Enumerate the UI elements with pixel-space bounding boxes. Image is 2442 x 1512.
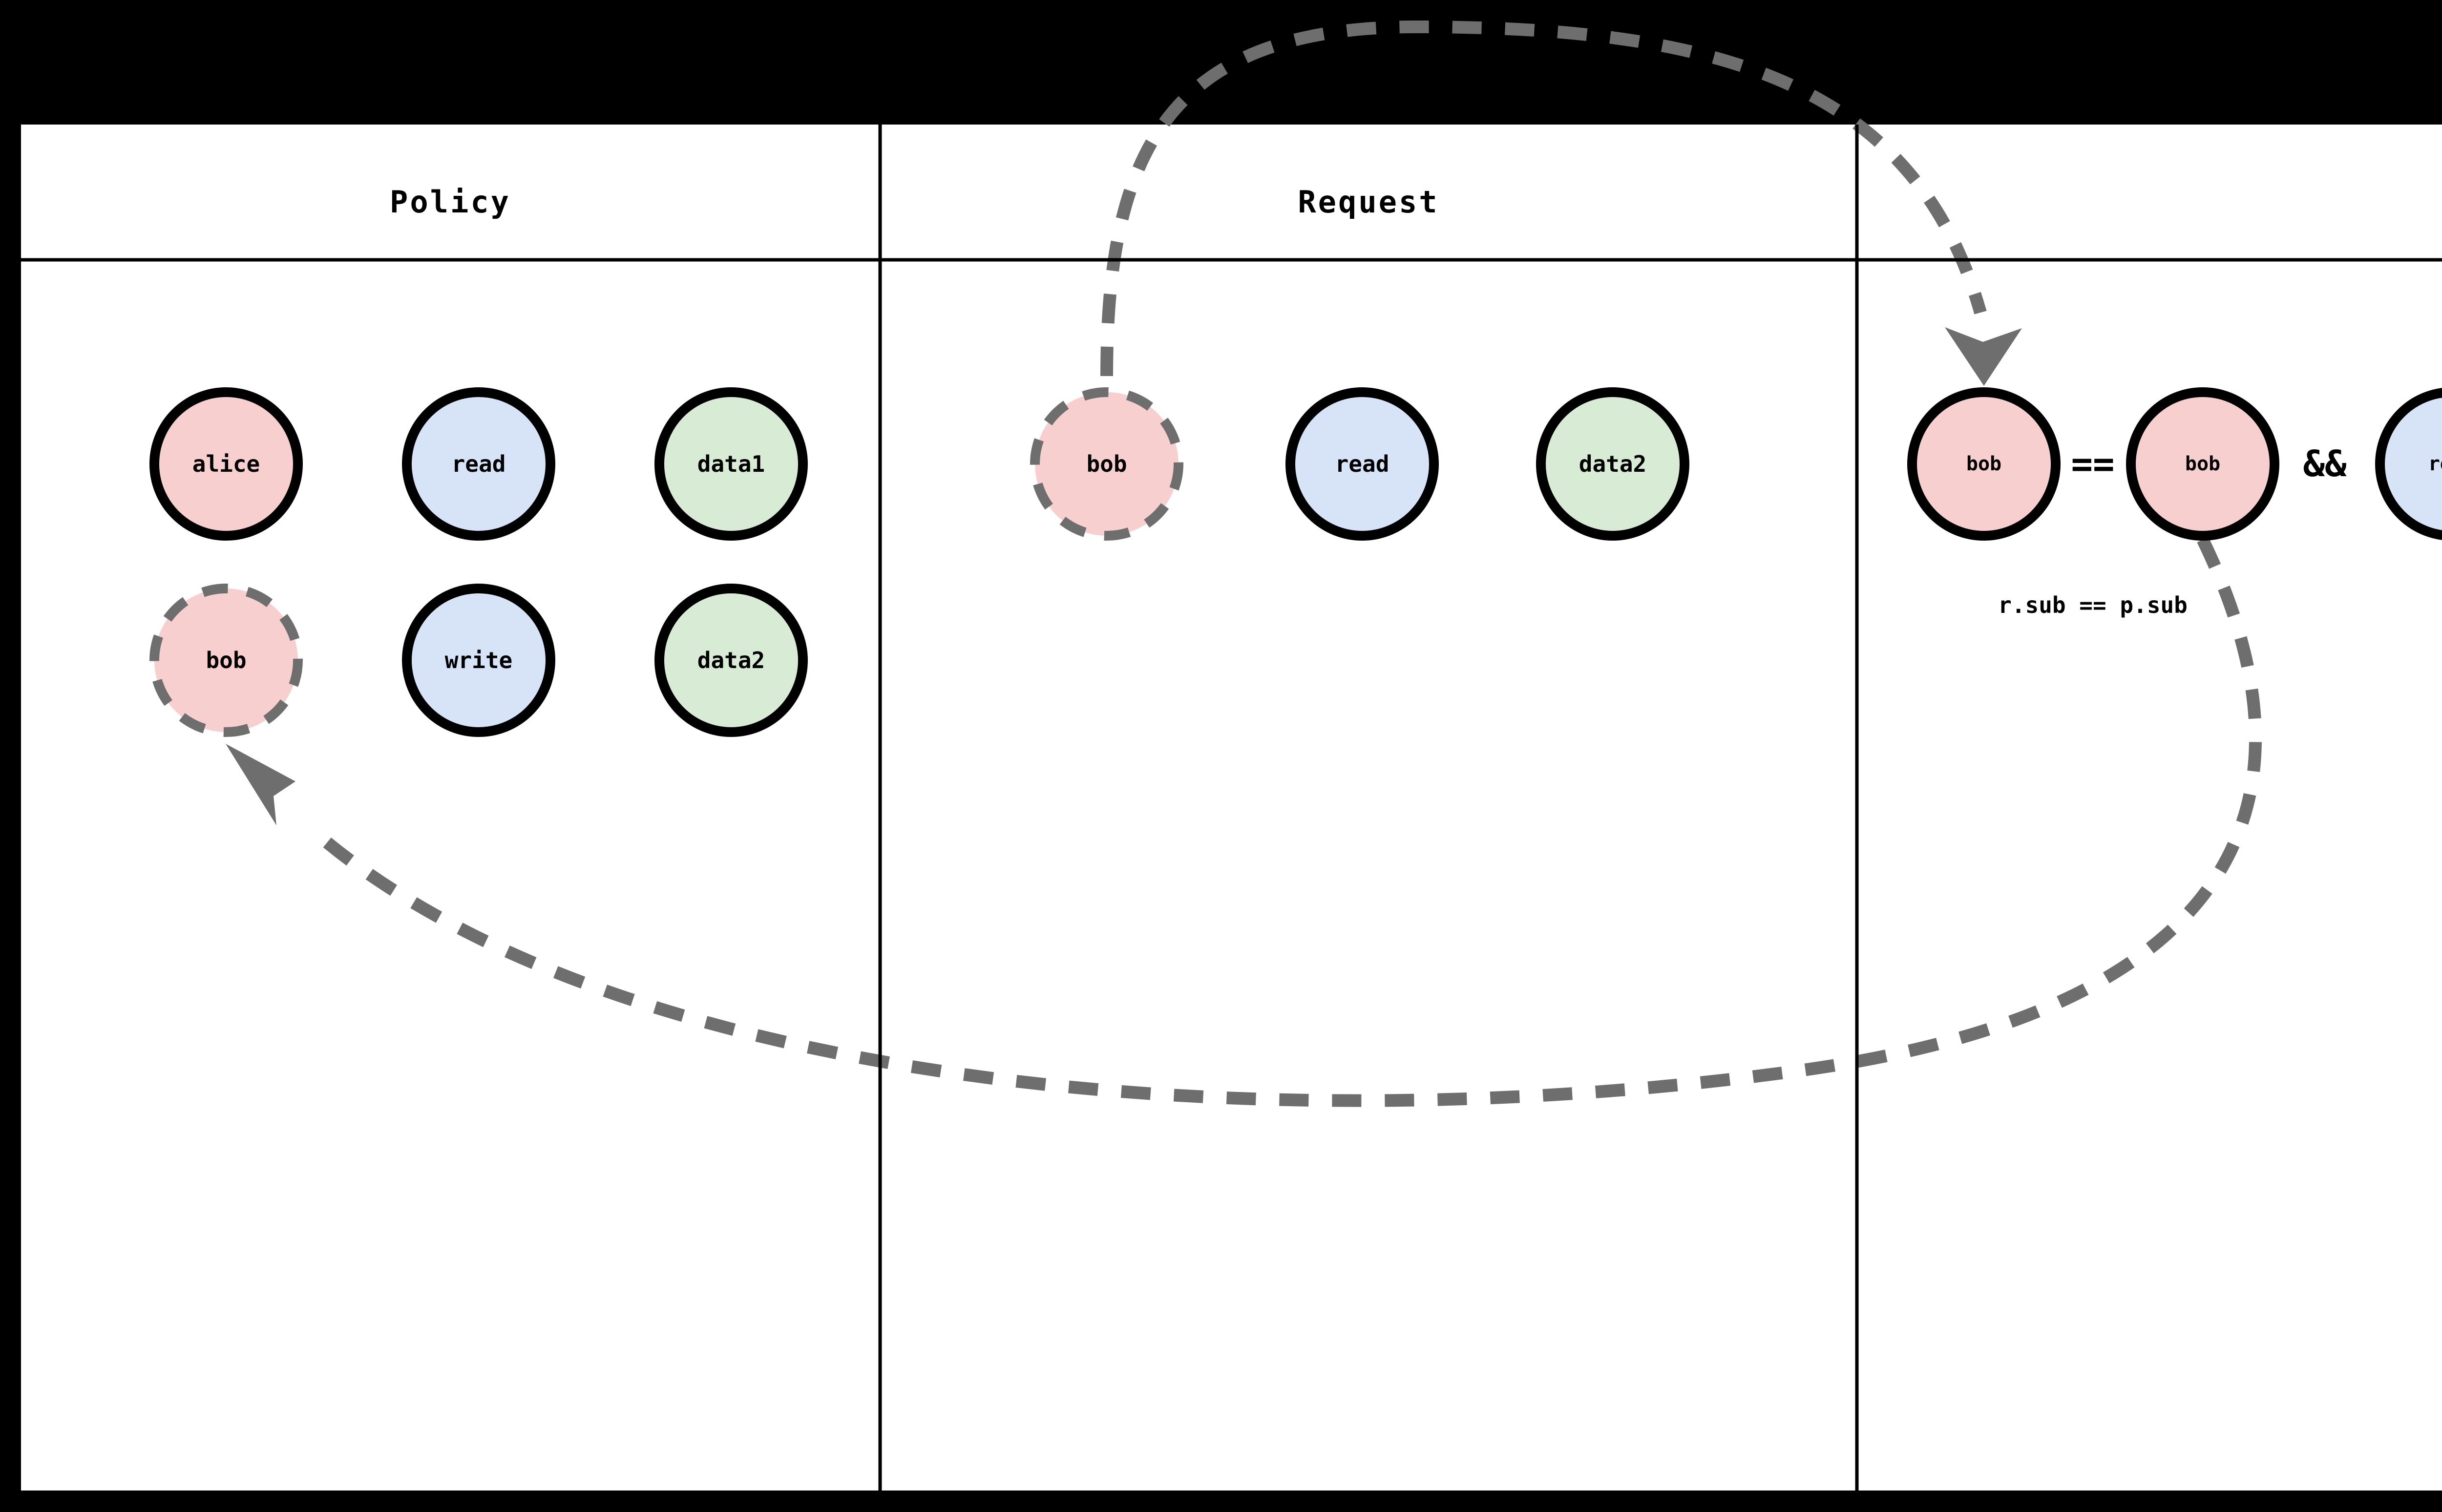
matching-node-act-left[interactable]: read [2375, 388, 2442, 540]
matching-group-subject: bob == bob && r.sub == p.sub [1907, 387, 2347, 618]
policy-node-alice[interactable]: alice [149, 387, 303, 541]
policy-node-bob[interactable]: bob [149, 584, 303, 737]
matching-group-action: read == read && r.act == p.act [2375, 388, 2442, 540]
matching-node-sub-left[interactable]: bob [1907, 387, 2061, 541]
column-title-request: Request [1298, 184, 1439, 220]
policy-node-alice-label: alice [192, 451, 260, 477]
column-title-policy: Policy [390, 184, 511, 220]
matching-node-sub-right[interactable]: bob [2126, 387, 2279, 541]
edge-request-to-matching [1100, 20, 2022, 386]
request-node-data2[interactable]: data2 [1536, 387, 1689, 541]
matching-operator-sub: == [2071, 443, 2114, 485]
policy-node-read[interactable]: read [402, 387, 555, 541]
policy-node-write[interactable]: write [402, 584, 555, 737]
policy-node-read-label: read [452, 451, 506, 477]
request-node-bob-label: bob [1086, 451, 1127, 477]
policy-node-data2-label: data2 [697, 647, 765, 673]
request-node-read[interactable]: read [1285, 387, 1439, 541]
matching-node-act-left-label: read [2428, 453, 2442, 475]
policy-node-data2[interactable]: data2 [654, 584, 808, 737]
diagram-surface [21, 125, 2442, 1491]
policy-node-bob-label: bob [206, 647, 246, 673]
policy-node-data1[interactable]: data1 [654, 387, 808, 541]
request-node-read-label: read [1335, 451, 1389, 477]
policy-node-write-label: write [445, 647, 512, 673]
request-node-bob[interactable]: bob [1030, 387, 1183, 541]
edge-matching-to-policy [226, 537, 2262, 1107]
arrowhead-up-icon [226, 744, 295, 825]
matching-node-sub-right-label: bob [2185, 453, 2220, 475]
arrowhead-down-icon [1945, 327, 2022, 386]
request-node-data2-label: data2 [1579, 451, 1646, 477]
matching-join-1: && [2303, 443, 2347, 485]
matching-node-sub-left-label: bob [1966, 453, 2001, 475]
matching-caption-sub: r.sub == p.sub [1998, 592, 2188, 618]
policy-node-data1-label: data1 [697, 451, 765, 477]
